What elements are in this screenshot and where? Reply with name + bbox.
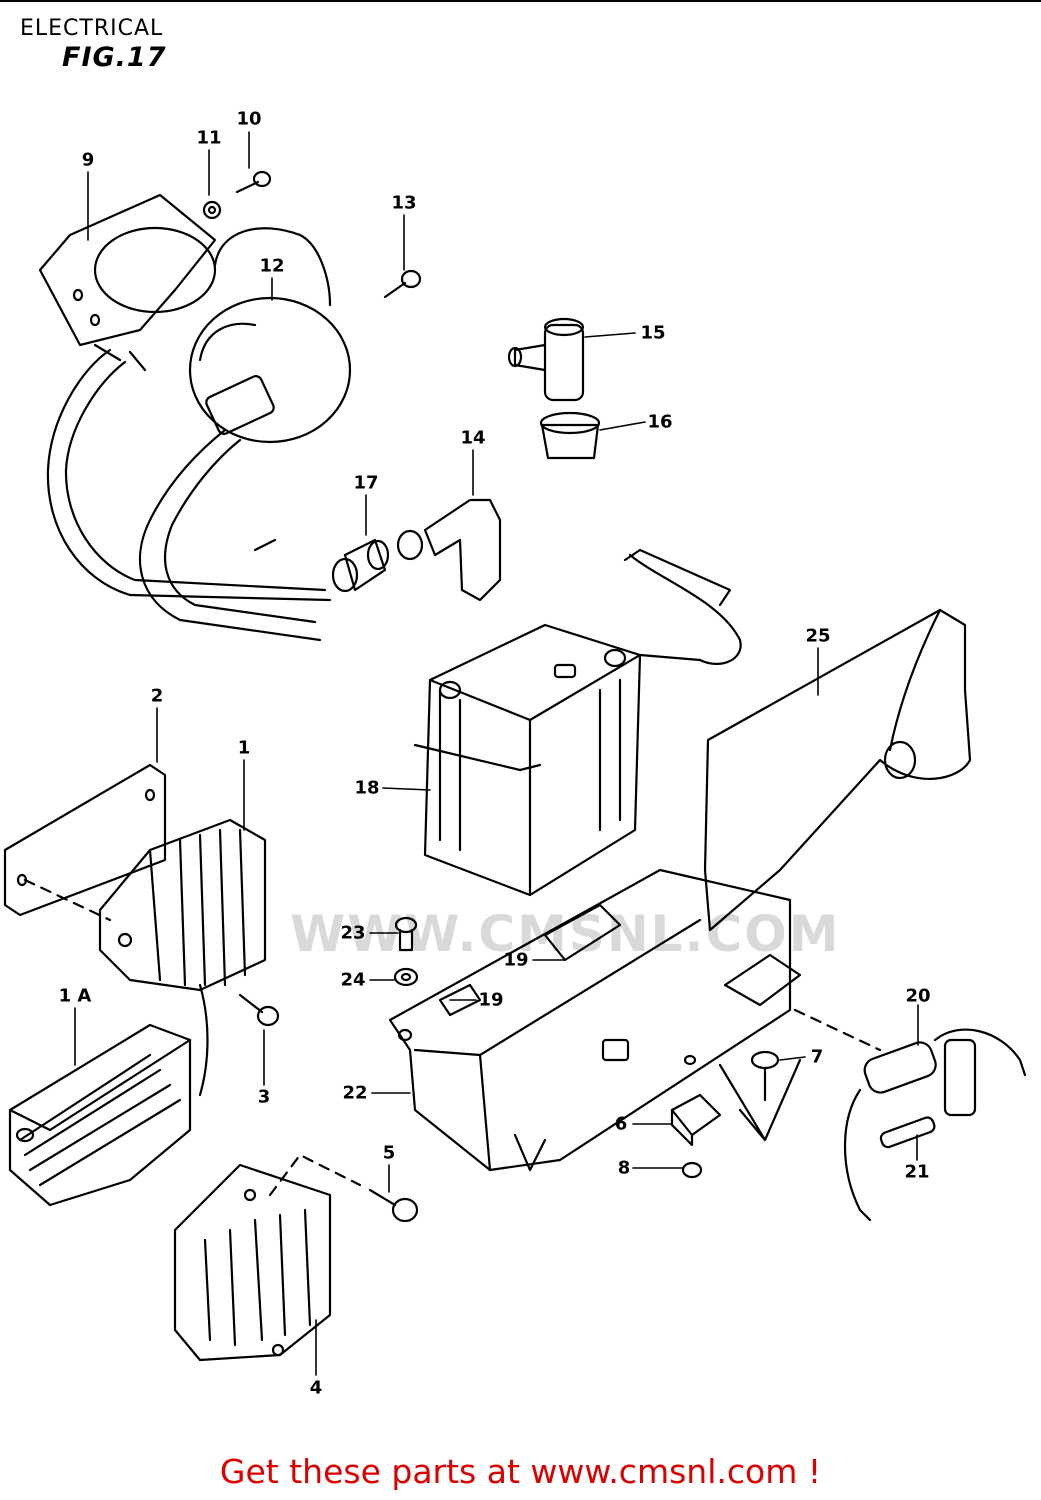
part-6-relay (670, 1093, 722, 1147)
part-3-screw (238, 993, 280, 1027)
part-1a-rectifier (8, 1023, 192, 1207)
part-20-fuse-holder (843, 1028, 1027, 1222)
callout-25: 25 (805, 625, 831, 647)
footer-link[interactable]: Get these parts at www.cmsnl.com ! (219, 1452, 822, 1491)
callout-8: 8 (617, 1157, 631, 1179)
watermark: WWW.CMSNL.COM (290, 905, 841, 963)
part-21-fuse (879, 1116, 936, 1149)
part-23-screw (394, 916, 418, 952)
part-12-ignition-coil (138, 296, 352, 642)
part-18-battery (413, 548, 742, 897)
part-10-screw (235, 170, 272, 194)
callout-11: 11 (196, 127, 222, 149)
part-2-leader-line (23, 878, 112, 922)
part-15-plug-cap (507, 317, 585, 402)
callout-19-lower: 19 (478, 989, 504, 1011)
callout-15: 15 (640, 322, 666, 344)
callout-1a: 1 A (58, 985, 92, 1007)
callout-23: 23 (340, 922, 366, 944)
part-11-nut (202, 200, 222, 220)
callout-24: 24 (340, 969, 366, 991)
callout-4: 4 (309, 1377, 323, 1399)
callout-17: 17 (353, 472, 379, 494)
callout-19-upper: 19 (503, 949, 529, 971)
callout-2: 2 (150, 685, 164, 707)
callout-7: 7 (810, 1046, 824, 1068)
part-9-ignition-coil (38, 193, 332, 602)
callout-5: 5 (382, 1142, 396, 1164)
part-16-cap-cover (539, 411, 601, 460)
figure-title: FIG.17 (62, 42, 167, 73)
part-7-screw (750, 1050, 780, 1102)
part-4-regulator (173, 1163, 332, 1362)
callout-leader-lines (74, 131, 919, 1376)
part-17-grommet (331, 538, 390, 593)
part-1-regulator (98, 818, 267, 1097)
callout-20: 20 (905, 985, 931, 1007)
callout-1: 1 (237, 737, 251, 759)
part-6-leader-lines (718, 1058, 802, 1142)
top-rule (0, 0, 1041, 2)
callout-21: 21 (904, 1161, 930, 1183)
part-5-screw (368, 1188, 419, 1223)
callout-12: 12 (259, 255, 285, 277)
part-14-plug-cap (396, 498, 502, 602)
callout-6: 6 (614, 1113, 628, 1135)
callout-10: 10 (236, 108, 262, 130)
part-25-battery-cover (703, 608, 972, 932)
part-24-washer (393, 967, 419, 987)
part-8-nut (681, 1161, 703, 1179)
part-20-leader-line (793, 1008, 882, 1052)
callout-3: 3 (257, 1086, 271, 1108)
callout-14: 14 (460, 427, 486, 449)
part-22-battery-tray (388, 868, 802, 1172)
part-2-bracket (3, 763, 167, 917)
callout-18: 18 (354, 777, 380, 799)
callout-13: 13 (391, 192, 417, 214)
part-13-screw (383, 269, 422, 299)
callout-22: 22 (342, 1082, 368, 1104)
section-title: ELECTRICAL (20, 16, 164, 41)
callout-9: 9 (81, 149, 95, 171)
callout-16: 16 (647, 411, 673, 433)
part-4-leader-line (268, 1153, 362, 1197)
